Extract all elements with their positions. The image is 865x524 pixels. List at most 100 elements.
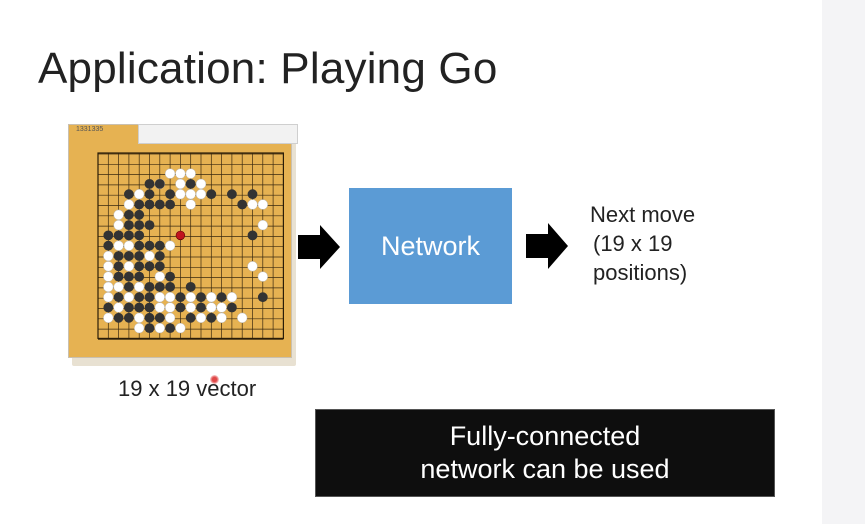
black-stone	[124, 251, 134, 261]
white-stone	[123, 199, 135, 210]
black-stone	[154, 261, 165, 272]
black-stone	[154, 251, 165, 261]
black-stone	[237, 199, 248, 210]
white-stone	[103, 312, 114, 323]
network-box: Network	[349, 188, 512, 304]
white-stone	[103, 271, 114, 282]
go-board-image: 1331335	[68, 124, 298, 366]
black-stone	[144, 261, 155, 272]
black-stone	[124, 220, 134, 230]
black-stone	[175, 302, 186, 313]
white-stone	[175, 178, 186, 190]
black-stone	[247, 189, 258, 200]
black-stone	[124, 189, 134, 200]
white-stone	[164, 168, 176, 179]
black-stone	[144, 282, 155, 292]
black-stone	[165, 189, 175, 200]
black-stone	[216, 292, 227, 303]
black-stone	[134, 209, 145, 220]
black-stone	[185, 312, 196, 323]
white-stone	[185, 302, 196, 313]
black-stone	[134, 220, 145, 230]
black-stone	[206, 189, 217, 200]
white-stone	[257, 199, 268, 210]
black-stone	[134, 292, 145, 303]
white-stone	[206, 292, 217, 303]
black-stone	[165, 271, 175, 282]
white-stone	[185, 168, 196, 179]
black-stone	[196, 292, 206, 303]
black-stone	[124, 209, 134, 220]
black-stone	[134, 199, 145, 210]
last-move-stone	[175, 230, 186, 241]
note-box: Fully-connected network can be used	[315, 409, 775, 497]
white-stone	[123, 292, 135, 303]
black-stone	[134, 271, 145, 282]
white-stone	[113, 302, 124, 313]
network-label: Network	[380, 230, 481, 261]
black-stone	[103, 302, 114, 313]
white-stone	[175, 322, 186, 334]
white-stone	[134, 312, 145, 323]
white-stone	[113, 240, 124, 251]
white-stone	[134, 189, 145, 200]
black-stone	[113, 271, 124, 282]
output-text: Next move (19 x 19 positions)	[590, 200, 695, 287]
pointer-dot-icon	[210, 375, 219, 384]
black-stone	[144, 189, 155, 200]
black-stone	[196, 302, 206, 313]
black-stone	[227, 302, 237, 313]
white-stone	[237, 312, 248, 323]
white-stone	[185, 292, 196, 303]
black-stone	[124, 302, 134, 313]
black-stone	[144, 199, 155, 210]
black-stone	[154, 282, 165, 292]
slide-title: Application: Playing Go	[38, 44, 498, 93]
white-stone	[226, 292, 238, 303]
white-stone	[195, 189, 207, 200]
black-stone	[113, 312, 124, 323]
white-stone	[154, 302, 165, 313]
black-stone	[144, 179, 155, 189]
black-stone	[134, 230, 145, 241]
side-panel	[822, 0, 865, 524]
black-stone	[185, 282, 196, 292]
right-arrow-icon	[298, 225, 340, 269]
black-stone	[113, 230, 124, 241]
white-stone	[103, 292, 114, 303]
output-line-1: Next move	[590, 202, 696, 227]
black-stone	[206, 312, 217, 323]
white-stone	[113, 281, 124, 293]
black-stone	[185, 179, 196, 189]
board-border	[97, 152, 284, 339]
black-stone	[154, 179, 165, 189]
white-stone	[216, 302, 227, 313]
white-stone	[185, 199, 196, 210]
white-stone	[103, 281, 114, 293]
black-stone	[134, 302, 145, 313]
black-stone	[144, 323, 155, 333]
black-stone	[165, 199, 175, 210]
white-stone	[103, 250, 114, 262]
black-stone	[103, 240, 114, 251]
white-stone	[154, 292, 165, 303]
black-stone	[113, 251, 124, 261]
white-stone	[123, 240, 135, 251]
black-stone	[144, 312, 155, 323]
black-stone	[154, 312, 165, 323]
white-stone	[154, 271, 165, 282]
white-stone	[247, 261, 258, 272]
note-line-2: network can be used	[420, 454, 670, 484]
white-stone	[206, 302, 217, 313]
output-line-2: (19 x 19	[593, 231, 673, 256]
output-line-3: positions)	[593, 260, 688, 285]
white-stone	[154, 322, 165, 334]
black-stone	[134, 261, 145, 272]
white-stone	[164, 240, 176, 251]
black-stone	[124, 312, 134, 323]
white-stone	[175, 189, 186, 200]
white-stone	[185, 189, 196, 200]
black-stone	[165, 282, 175, 292]
black-stone	[113, 292, 124, 303]
black-stone	[154, 240, 165, 251]
